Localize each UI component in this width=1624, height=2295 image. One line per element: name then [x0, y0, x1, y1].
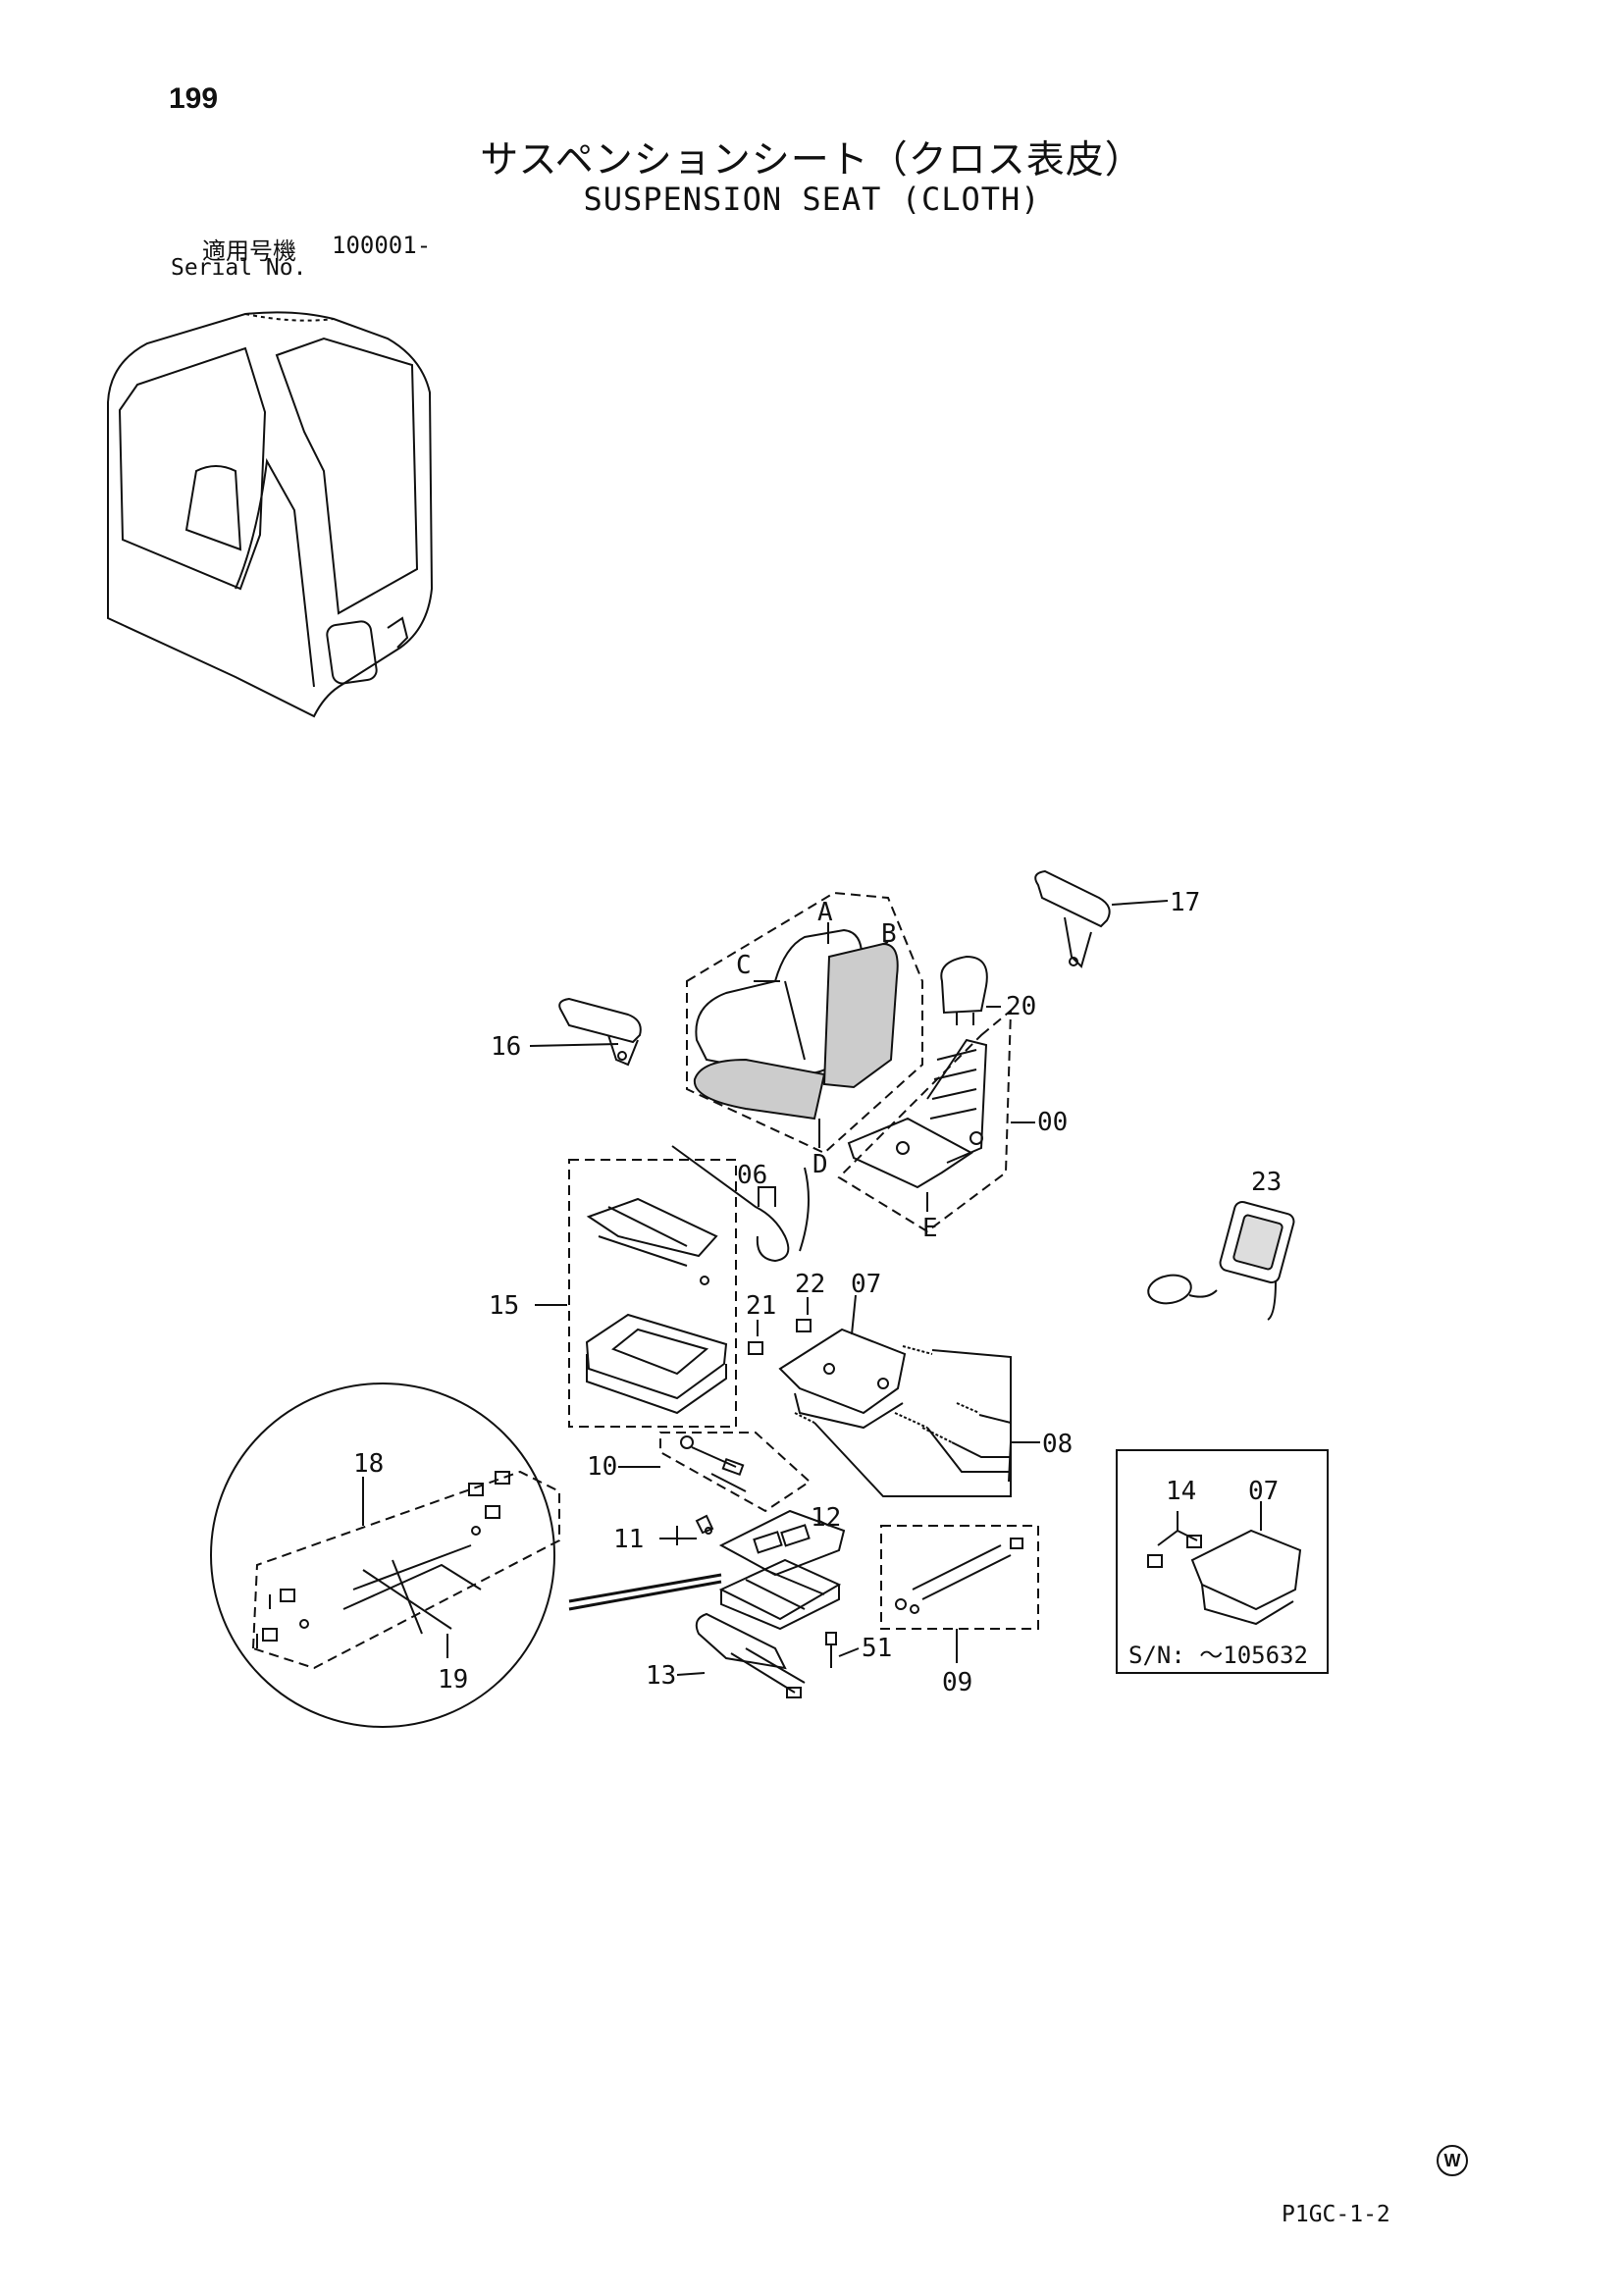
callout-E: E	[922, 1214, 938, 1243]
callout-22: 22	[795, 1270, 825, 1299]
callout-12: 12	[811, 1503, 841, 1533]
frame-group-outline	[837, 1008, 1013, 1233]
suspension-unit	[718, 1509, 846, 1631]
page-title-japanese: サスペンションシート（クロス表皮）	[480, 138, 1144, 183]
callout-D: D	[812, 1150, 828, 1179]
page-code: P1GC-1-2	[1282, 2202, 1390, 2227]
callout-11: 11	[613, 1525, 644, 1554]
spring-leaders	[813, 1349, 1012, 1497]
callout-20: 20	[1006, 992, 1036, 1021]
callout-14: 14	[1166, 1477, 1196, 1506]
serial-label-english: Serial No.	[171, 255, 307, 281]
callout-16: 16	[491, 1032, 521, 1062]
inset-bracket	[1147, 1529, 1302, 1626]
inset-serial-range: S/N: ～105632	[1128, 1642, 1308, 1669]
callout-07: 07	[851, 1270, 881, 1299]
callout-15: 15	[489, 1291, 519, 1321]
callout-09: 09	[942, 1668, 972, 1697]
part-22-block	[796, 1319, 812, 1332]
serial-inset-box	[1116, 1449, 1329, 1674]
bolt-51	[825, 1632, 837, 1668]
callout-13: 13	[646, 1661, 676, 1691]
cushion-group-outline	[686, 891, 923, 1155]
suspension-bracket	[778, 1328, 907, 1430]
callout-18: 18	[353, 1449, 384, 1479]
callout-17: 17	[1170, 888, 1200, 917]
leader-lines	[362, 900, 1262, 1676]
callout-00: 00	[1037, 1108, 1068, 1137]
springs	[794, 1345, 980, 1443]
headrest	[940, 955, 988, 1025]
serial-number-value: 100001-	[332, 232, 432, 259]
callout-19: 19	[438, 1665, 468, 1695]
group-09-outline	[880, 1525, 1039, 1630]
callout-A: A	[817, 898, 833, 927]
callout-labels: 17 A B C 20 16 00 D 06 E 23 15 21 22 07 …	[353, 888, 1308, 1697]
watermark-w-icon: W	[1437, 2145, 1468, 2176]
callout-21: 21	[746, 1291, 776, 1321]
cab-overview-illustration	[107, 311, 434, 718]
part-21-block	[748, 1341, 763, 1355]
callout-10: 10	[587, 1452, 617, 1482]
seat-cushion-assembly	[693, 928, 899, 1121]
shaft-assembly	[680, 1435, 747, 1492]
callout-06: 06	[737, 1161, 767, 1190]
callout-C: C	[736, 951, 752, 980]
handle-13	[695, 1612, 806, 1698]
page-number: 199	[169, 82, 219, 115]
lumbar-pump	[1147, 1201, 1295, 1321]
scissor-linkage	[256, 1471, 510, 1648]
part-11-clip	[695, 1514, 714, 1535]
callout-07-inset: 07	[1248, 1477, 1279, 1506]
page-title-english: SUSPENSION SEAT (CLOTH)	[583, 181, 1041, 218]
armrest-right	[1034, 869, 1111, 968]
armrest-left	[558, 997, 642, 1067]
lever-cable	[671, 1145, 810, 1263]
callout-08: 08	[1042, 1430, 1073, 1459]
group-15-outline	[568, 1159, 737, 1428]
bracket-and-base-plate	[585, 1197, 728, 1415]
seat-frame	[847, 1038, 988, 1189]
callout-51: 51	[862, 1634, 892, 1663]
callout-B: B	[881, 919, 897, 949]
callout-23: 23	[1251, 1168, 1282, 1197]
detail-group-outline	[251, 1470, 560, 1670]
lever-rod-assembly	[895, 1538, 1023, 1614]
detail-magnifier-circle	[210, 1382, 555, 1728]
detail-magnifier-pointer	[568, 1573, 722, 1611]
group-10-outline	[659, 1432, 812, 1513]
serial-label-japanese: 適用号機	[202, 237, 296, 265]
